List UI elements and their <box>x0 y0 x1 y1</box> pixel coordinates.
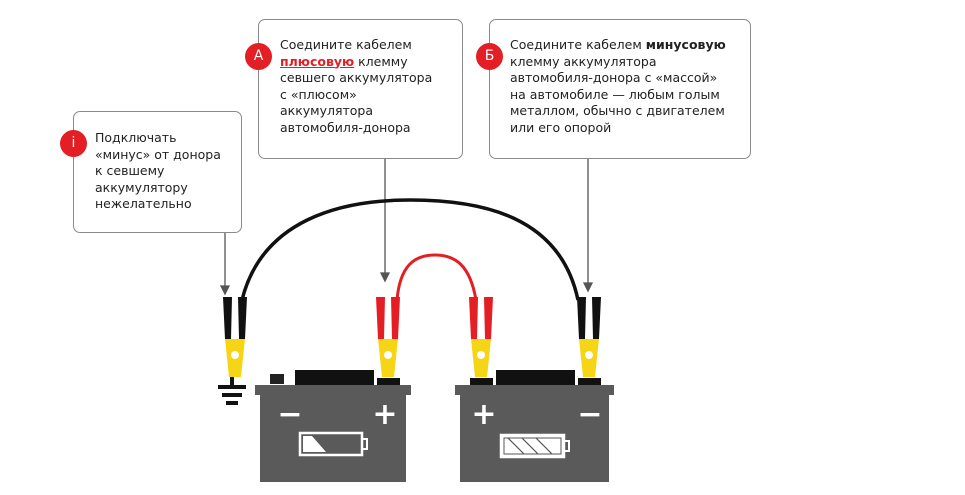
dead-plus-sign: + <box>372 397 397 432</box>
note-line: или его опорой <box>510 119 612 135</box>
highlight-minus: минусовую <box>645 37 726 52</box>
note-text: клемму <box>354 53 408 69</box>
donor-minus-sign: − <box>577 397 602 432</box>
note-line: на автомобиле — любым голым <box>510 86 720 102</box>
donor-battery <box>455 370 614 482</box>
note-a: Соедините кабелем плюсовую клемму севшег… <box>258 19 463 159</box>
arrow-icon <box>582 282 594 293</box>
black-cable <box>240 198 580 301</box>
red-clamp-dead <box>376 297 400 377</box>
black-clamp-donor <box>577 297 601 377</box>
note-info: Подключать «минус» от донора к севшему а… <box>73 111 242 233</box>
highlight-plus: плюсовую <box>280 53 355 69</box>
info-icon: i <box>60 130 87 157</box>
dead-minus-sign: − <box>277 397 302 432</box>
note-line: к севшему <box>95 163 165 178</box>
red-clamp-donor <box>469 297 493 377</box>
note-text: Соедините кабелем <box>510 37 646 52</box>
note-line: аккумулятора <box>280 103 374 118</box>
note-b: Соедините кабелем минусовую клемму аккум… <box>489 19 751 159</box>
note-line: автомобиля-донора с «массой» <box>510 70 718 85</box>
note-line: с «плюсом» <box>280 86 357 102</box>
battery-full-icon <box>499 433 570 459</box>
note-line: нежелательно <box>95 196 192 211</box>
arrow-icon <box>379 272 391 283</box>
note-line: плюсовую клемму <box>280 54 462 71</box>
badge-b: Б <box>476 43 503 70</box>
note-line: аккумулятору <box>95 179 188 195</box>
note-line: Подключать <box>95 130 177 145</box>
battery-low-icon <box>303 436 326 452</box>
note-line: севшего аккумулятора <box>280 70 433 85</box>
note-line: «минус» от донора <box>95 146 221 162</box>
dead-battery <box>255 370 411 482</box>
note-line: Соедините кабелем <box>280 37 412 52</box>
red-cable <box>395 253 478 301</box>
black-clamp-dead <box>223 297 247 377</box>
note-line: металлом, обычно с двигателем <box>510 103 725 118</box>
note-line: клемму аккумулятора <box>510 53 657 69</box>
note-line: автомобиля-донора <box>280 119 411 135</box>
note-line: Соедините кабелем минусовую <box>510 37 750 54</box>
arrow-icon <box>219 285 231 296</box>
badge-a: А <box>245 43 272 70</box>
donor-plus-sign: + <box>471 397 496 432</box>
